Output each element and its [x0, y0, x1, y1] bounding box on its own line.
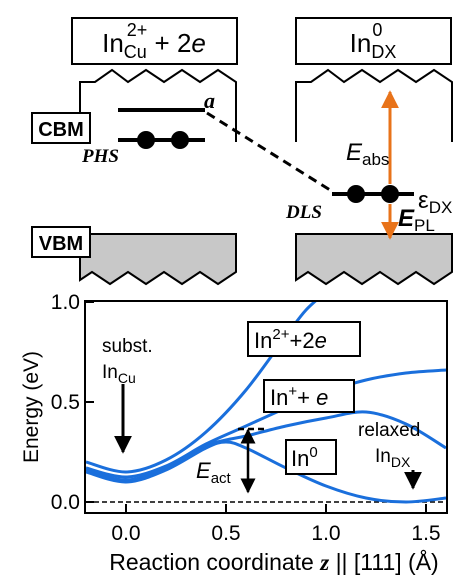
y-tick-label: 0.5	[51, 391, 80, 414]
annot-relaxed-line1: relaxed	[358, 420, 420, 441]
series-line-0	[86, 302, 317, 474]
electron-phs-2	[171, 131, 189, 149]
y-axis-label: Energy (eV)	[20, 351, 43, 463]
annot-subst-line2: InCu	[102, 362, 136, 386]
vbm-band-left	[79, 233, 237, 286]
x-axis-label: Reaction coordinate z || [111] (Å)	[109, 548, 438, 575]
x-tick-label: 0.5	[211, 522, 240, 545]
cbm-band-left	[80, 70, 236, 142]
annot-relaxed-line2: InDX	[375, 446, 411, 470]
right-state-label: InDX0	[350, 20, 397, 62]
x-tick-label: 1.0	[311, 522, 340, 545]
y-tick-label: 1.0	[51, 291, 80, 314]
label-in2-box	[247, 321, 361, 357]
cbm-band-right-outline	[295, 68, 453, 142]
cbm-label-box	[31, 112, 91, 144]
electron-phs-1	[137, 131, 155, 149]
x-tick-label: 1.5	[411, 522, 440, 545]
label-eps-dx: εDX	[418, 187, 452, 217]
label-e-act: Eact	[196, 458, 232, 487]
cbm-band-left-outline	[79, 68, 237, 142]
label-in1: In++ e	[270, 383, 328, 410]
label-in2: In2++2e	[254, 326, 327, 353]
label-phs: PHS	[81, 146, 119, 167]
label-a: a	[204, 88, 215, 113]
label-e-pl: EPL	[398, 205, 435, 235]
label-in0-box	[285, 439, 337, 475]
cbm-label: CBM	[38, 119, 84, 141]
dashed-connector	[206, 111, 331, 192]
label-dls: DLS	[285, 202, 322, 223]
electron-dls-2	[381, 185, 399, 203]
top-diagram: InCu2+ + 2e InDX0 CBM VBM a PHS DLS	[31, 17, 453, 286]
vbm-label-box	[31, 226, 91, 258]
x-tick-label: 0.0	[111, 522, 140, 545]
label-e-abs: Eabs	[346, 139, 389, 169]
electron-dls-1	[347, 185, 365, 203]
left-state-box	[71, 17, 238, 65]
label-in1-box	[263, 379, 355, 413]
energy-chart: 0.0 0.5 1.0 1.5 0.0 0.5 1.0 Energy (eV) Reacti…	[20, 291, 448, 575]
y-tick-label: 0.0	[51, 491, 80, 514]
label-in0: In0	[291, 444, 318, 471]
left-state-label: InCu2+ + 2e	[102, 20, 206, 62]
right-state-box	[295, 17, 452, 65]
annot-subst-line1: subst.	[102, 336, 153, 357]
series-line-1	[86, 368, 446, 479]
plot-ticks: 0.0 0.5 1.0 1.5 0.0 0.5 1.0	[51, 291, 441, 545]
vbm-band-right	[295, 233, 453, 286]
vbm-label: VBM	[39, 233, 83, 255]
